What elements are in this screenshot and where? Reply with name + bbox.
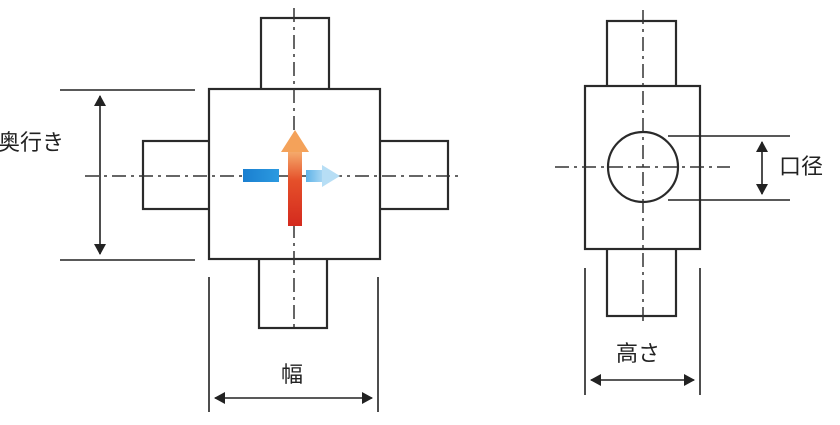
width-dimension <box>208 277 379 412</box>
height-dimension <box>584 268 701 395</box>
side-pipe-top <box>605 19 678 89</box>
top-view <box>141 16 450 330</box>
side-pipe-bottom <box>605 246 678 318</box>
pipe-bottom <box>257 256 329 330</box>
pipe-right <box>377 139 450 211</box>
blue-bar <box>243 169 279 182</box>
diameter-label: 口径 <box>779 155 824 180</box>
width-label: 幅 <box>281 363 304 388</box>
right-arrow-shaft <box>306 170 326 182</box>
right-arrow-head <box>322 165 340 187</box>
center-lines-right <box>555 10 730 322</box>
pipe-left <box>141 139 213 211</box>
side-view <box>583 19 702 318</box>
height-label: 高さ <box>616 342 661 367</box>
depth-dimension <box>60 89 195 261</box>
up-arrow-head <box>281 130 309 152</box>
up-arrow-shaft <box>288 150 302 226</box>
pipe-top <box>259 16 331 92</box>
diameter-dimension <box>668 135 790 201</box>
flow-arrows <box>243 130 340 226</box>
depth-label: 奥行き <box>0 131 65 156</box>
